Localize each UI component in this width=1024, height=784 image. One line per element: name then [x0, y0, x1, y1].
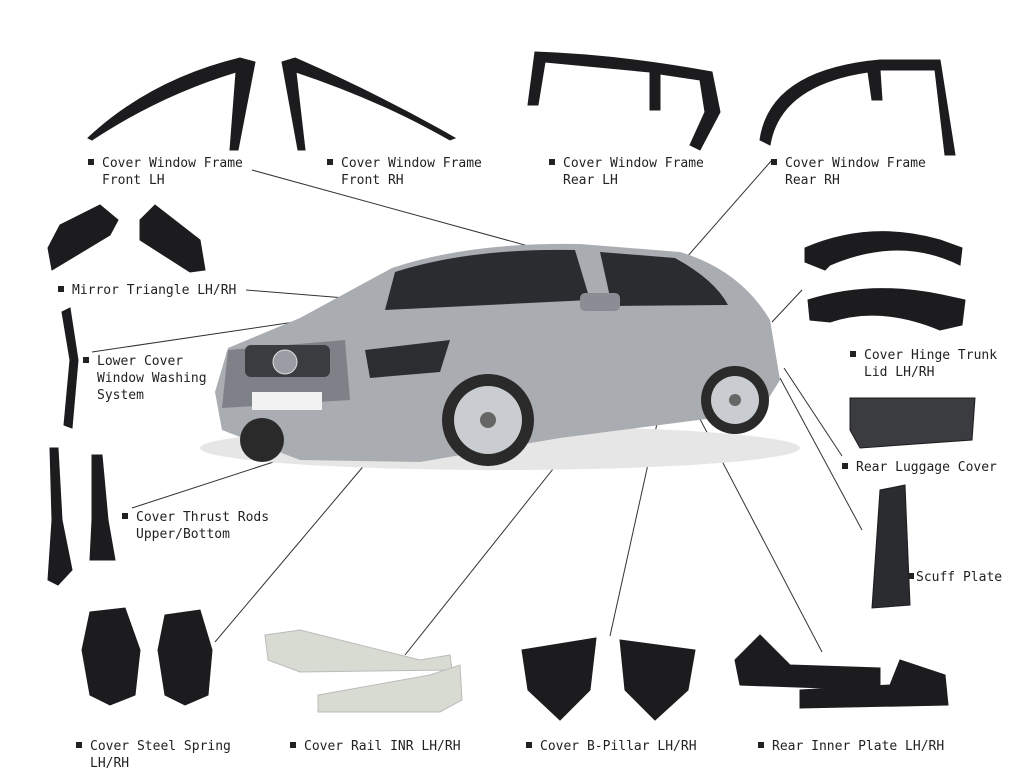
part-steel-spring-lh [81, 607, 141, 706]
label-cover-b-pillar: Cover B-Pillar LH/RH [526, 738, 697, 755]
part-hinge-trunk-lid-1 [804, 231, 963, 271]
part-scuff-plate [871, 484, 911, 609]
leader-line [251, 169, 573, 259]
label-rear-luggage-cover: Rear Luggage Cover [842, 459, 997, 476]
label-line-1: Cover Window Frame [785, 156, 926, 171]
label-mirror-triangle: Mirror Triangle LH/RH [58, 282, 236, 299]
bullet-icon [88, 159, 94, 165]
label-line-2: Rear LH [563, 173, 618, 188]
label-line-2: Upper/Bottom [136, 527, 230, 542]
label-line-2: LH/RH [90, 756, 130, 771]
part-thrust-rod-bottom [89, 454, 116, 561]
part-mirror-triangle-rh [139, 204, 206, 273]
label-line-1: Rear Luggage Cover [856, 460, 997, 475]
bullet-icon [290, 742, 296, 748]
leader-line [214, 455, 373, 643]
part-rail-inr-1 [264, 629, 453, 673]
label-line-1: Scuff Plate [916, 570, 1003, 585]
bullet-icon [771, 159, 777, 165]
label-line-1: Rear Inner Plate LH/RH [772, 739, 945, 754]
bullet-icon [549, 159, 555, 165]
label-line-1: Cover Thrust Rods [136, 510, 270, 525]
leader-line [779, 377, 863, 531]
part-b-pillar-rh [619, 639, 696, 721]
label-line-2: Lid LH/RH [864, 365, 935, 380]
part-rear-luggage-cover [849, 397, 976, 449]
label-line-2: Front RH [341, 173, 404, 188]
label-rear-inner-plate: Rear Inner Plate LH/RH [758, 738, 944, 755]
part-thrust-rod-upper [47, 447, 73, 586]
bullet-icon [58, 286, 64, 292]
bullet-icon [83, 357, 89, 363]
bullet-icon [526, 742, 532, 748]
leader-line [685, 159, 773, 259]
part-b-pillar-lh [521, 637, 597, 721]
part-hinge-trunk-lid-2 [807, 288, 966, 331]
label-line-1: Lower Cover [97, 354, 184, 369]
part-mirror-triangle-lh [47, 204, 119, 271]
label-scuff-plate: Scuff Plate [908, 569, 1002, 586]
label-line-2: Window Washing System [97, 371, 207, 403]
label-line-1: Cover Steel Spring [90, 739, 231, 754]
leader-line [771, 289, 803, 323]
part-window-frame-rear-rh [759, 59, 956, 156]
label-line-1: Cover Window Frame [102, 156, 243, 171]
part-rail-inr-2 [317, 664, 463, 713]
part-window-frame-front-rh [281, 57, 457, 151]
label-cover-rail-inr: Cover Rail INR LH/RH [290, 738, 461, 755]
part-window-frame-rear-lh [527, 51, 721, 151]
bullet-icon [327, 159, 333, 165]
bullet-icon [850, 351, 856, 357]
part-rear-inner-plate-1 [734, 634, 881, 691]
label-line-1: Cover Hinge Trunk [864, 348, 998, 363]
bullet-icon [758, 742, 764, 748]
label-line-1: Cover Window Frame [341, 156, 482, 171]
label-line-2: Rear RH [785, 173, 840, 188]
part-rear-inner-plate-2 [799, 659, 949, 709]
bullet-icon [908, 573, 914, 579]
label-line-2: Front LH [102, 173, 165, 188]
label-line-1: Cover Window Frame [563, 156, 704, 171]
label-line-1: Cover Rail INR LH/RH [304, 739, 461, 754]
bullet-icon [76, 742, 82, 748]
label-line-1: Mirror Triangle LH/RH [72, 283, 237, 298]
leader-line [783, 367, 843, 457]
part-lower-cover [61, 307, 79, 429]
label-line-1: Cover B-Pillar LH/RH [540, 739, 697, 754]
part-images [47, 51, 976, 721]
part-steel-spring-rh [157, 609, 213, 706]
car-image [200, 243, 800, 470]
part-window-frame-front-lh [87, 57, 256, 151]
bullet-icon [122, 513, 128, 519]
bullet-icon [842, 463, 848, 469]
